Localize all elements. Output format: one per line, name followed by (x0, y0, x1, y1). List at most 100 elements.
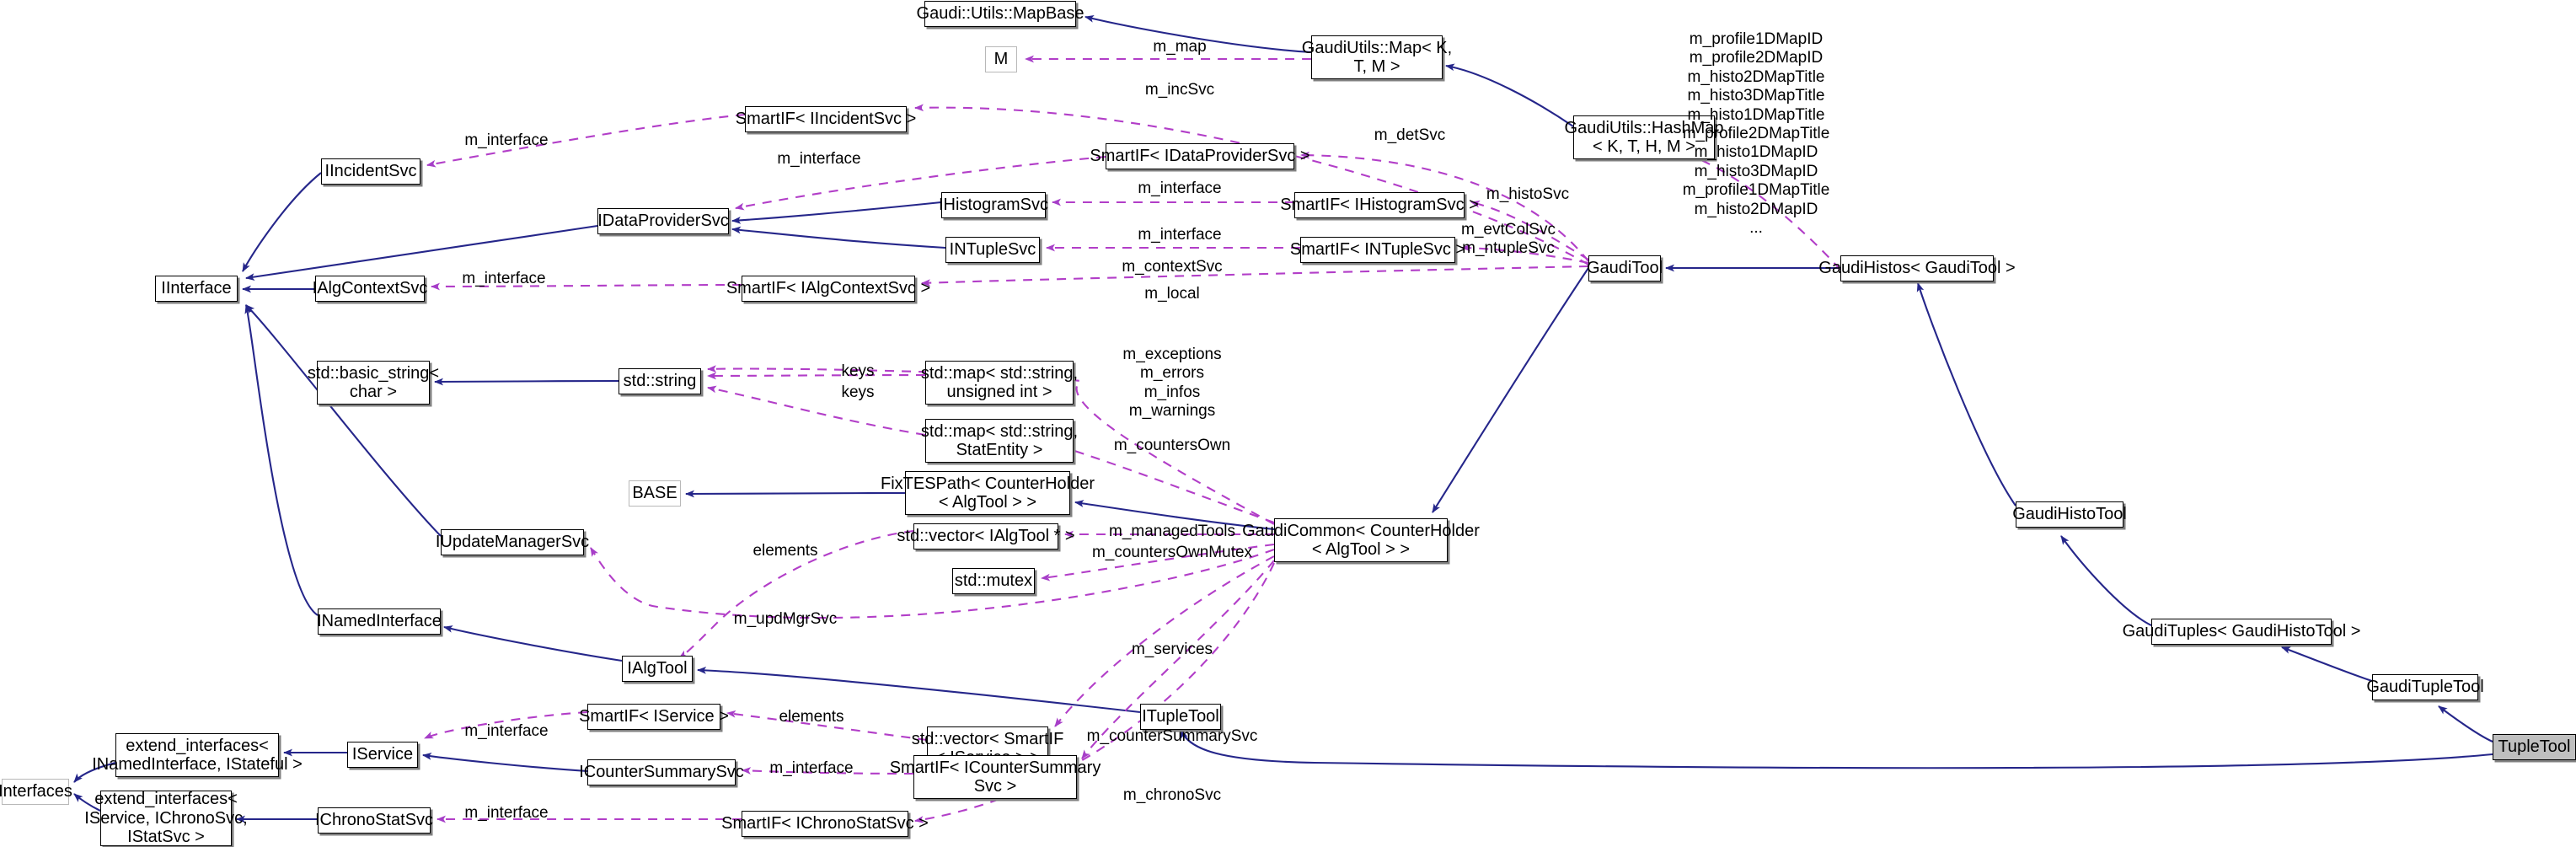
edge-label-m-interface-intuplesvc: m_interface (1138, 226, 1222, 244)
edge-label-m-map: m_map (1153, 38, 1207, 56)
edge-label-m-local: m_local (1144, 285, 1200, 303)
node-smartif-idataprovidersvc[interactable]: SmartIF< IDataProviderSvc > (1090, 143, 1310, 169)
edge-label-m-interface-icountersummarysvc: m_interface (769, 759, 854, 777)
node-smartif-ihistogramsvc[interactable]: SmartIF< IHistogramSvc > (1280, 192, 1479, 218)
usage-edges (424, 55, 1841, 823)
node-label: SmartIF< IChronoStatSvc > (721, 814, 929, 834)
node-interfaces[interactable]: Interfaces (0, 779, 72, 805)
node-label: IDataProviderSvc (597, 212, 729, 231)
node-ichronostatsvc[interactable]: IChronoStatSvc (314, 807, 434, 834)
node-std-vector-ialgtool-ptr[interactable]: std::vector< IAlgTool * > (897, 523, 1075, 549)
node-label: FixTESPath< CounterHolder < AlgTool > > (881, 474, 1095, 512)
node-label: extend_interfaces< INamedInterface, ISta… (92, 736, 303, 774)
node-gaudiutils-map[interactable]: GaudiUtils::Map< K, T, M > (1302, 35, 1452, 79)
node-std-string[interactable]: std::string (619, 368, 701, 394)
edge-label-m-updmgrsvc: m_updMgrSvc (733, 610, 838, 628)
node-ialgtool[interactable]: IAlgTool (622, 656, 693, 682)
node-label: M (993, 50, 1009, 69)
node-fixtespath-counterholder[interactable]: FixTESPath< CounterHolder < AlgTool > > (881, 471, 1095, 515)
node-base[interactable]: BASE (629, 480, 681, 507)
edge-label-m-interface-ialgcontextsvc: m_interface (462, 270, 546, 287)
node-gauditool[interactable]: GaudiTool (1586, 255, 1663, 281)
node-gaudiutils-hashmap[interactable]: GaudiUtils::HashMap < K, T, H, M > (1565, 115, 1723, 159)
edge-label-m-evtcolsvc-m-ntuplesvc: m_evtColSvc m_ntupleSvc (1461, 221, 1556, 258)
node-icountersummarysvc[interactable]: ICounterSummarySvc (579, 759, 744, 785)
node-label: std::vector< IAlgTool * > (897, 527, 1075, 546)
node-label: SmartIF< IAlgContextSvc > (726, 279, 931, 298)
node-label: Gaudi::Utils::MapBase (916, 4, 1084, 24)
node-label: INTupleSvc (949, 240, 1036, 260)
edge-label-m-incsvc: m_incSvc (1144, 81, 1215, 99)
node-gauditupletool[interactable]: GaudiTupleTool (2366, 674, 2484, 700)
node-ihistogramsvc[interactable]: IHistogramSvc (938, 192, 1049, 218)
edge-label-m-interface-ihistogramsvc: m_interface (1138, 180, 1222, 197)
edge-label-m-histosvc: m_histoSvc (1486, 185, 1570, 203)
node-label: std::basic_string< char > (307, 363, 440, 401)
node-gaudituples-gaudihistotool[interactable]: GaudiTuples< GaudiHistoTool > (2123, 619, 2360, 645)
node-intuplesvc[interactable]: INTupleSvc (945, 237, 1040, 263)
node-label: SmartIF< IHistogramSvc > (1280, 196, 1479, 215)
edge-label-elements-smartif-iservice: elements (779, 708, 844, 726)
node-label: IService (351, 745, 414, 764)
edge-label-m-interface-iservice: m_interface (464, 722, 549, 740)
node-label: SmartIF< ICounterSummary Svc > (889, 758, 1101, 796)
edge-label-m-interface-idataprovidersvc: m_interface (777, 150, 861, 168)
node-std-map-string-statentity[interactable]: std::map< std::string, StatEntity > (921, 419, 1078, 463)
node-smartif-icountersummarysvc[interactable]: SmartIF< ICounterSummary Svc > (890, 755, 1101, 799)
node-ialgcontextsvc[interactable]: IAlgContextSvc (312, 276, 428, 302)
node-label: Interfaces (0, 782, 72, 801)
edge-label-m-contextsvc: m_contextSvc (1122, 258, 1223, 276)
node-label: SmartIF< IService > (579, 707, 729, 726)
node-label: GaudiHistos< GaudiTool > (1818, 259, 2016, 278)
node-smartif-ialgcontextsvc[interactable]: SmartIF< IAlgContextSvc > (726, 276, 930, 302)
node-label: GaudiUtils::Map< K, T, M > (1301, 38, 1453, 76)
node-label: IAlgContextSvc (312, 279, 428, 298)
node-label: SmartIF< IDataProviderSvc > (1090, 147, 1310, 166)
node-smartif-iincidentsvc[interactable]: SmartIF< IIncidentSvc > (736, 106, 916, 132)
node-label: BASE (632, 484, 677, 503)
node-smartif-iservice[interactable]: SmartIF< IService > (579, 704, 729, 730)
node-extend-interfaces-inamedinterface-istateful[interactable]: extend_interfaces< INamedInterface, ISta… (92, 733, 303, 777)
node-label: GaudiTool (1586, 259, 1663, 278)
node-m[interactable]: M (985, 46, 1017, 72)
edge-label-gaudihistos-map-attributes: m_profile1DMapID m_profile2DMapID m_hist… (1682, 30, 1830, 238)
edge-label-m-services: m_services (1131, 641, 1213, 658)
node-label: GaudiCommon< CounterHolder < AlgTool > > (1242, 521, 1480, 559)
edge-label-elements-ialgtool: elements (752, 542, 818, 560)
node-std-map-string-unsigned-int[interactable]: std::map< std::string, unsigned int > (921, 361, 1078, 405)
node-iservice[interactable]: IService (347, 742, 418, 768)
node-label: IHistogramSvc (938, 196, 1049, 215)
node-extend-interfaces-iservice-ichronosvc-istatsvc[interactable]: extend_interfaces< IService, IChronoSvc,… (84, 790, 247, 846)
node-tupletool[interactable]: TupleTool (2493, 734, 2576, 760)
node-label: std::mutex (954, 571, 1033, 591)
node-gaudi-utils-mapbase[interactable]: Gaudi::Utils::MapBase (917, 1, 1084, 27)
node-inamedinterface[interactable]: INamedInterface (317, 608, 442, 635)
node-label: GaudiTuples< GaudiHistoTool > (2122, 622, 2361, 641)
node-smartif-intuplesvc[interactable]: SmartIF< INTupleSvc > (1290, 237, 1465, 263)
node-label: IUpdateManagerSvc (435, 533, 590, 552)
edge-label-m-interface-iincidentsvc: m_interface (464, 131, 549, 149)
node-gaudihistos-gauditool[interactable]: GaudiHistos< GaudiTool > (1818, 255, 2016, 281)
edge-label-keys-statentity: keys (841, 383, 875, 401)
node-label: TupleTool (2498, 737, 2571, 757)
node-label: IChronoStatSvc (314, 811, 434, 830)
node-label: IInterface (161, 279, 232, 298)
node-idataprovidersvc[interactable]: IDataProviderSvc (597, 208, 729, 234)
node-iincidentsvc[interactable]: IIncidentSvc (321, 158, 420, 185)
node-std-basic-string[interactable]: std::basic_string< char > (308, 361, 439, 405)
node-label: ICounterSummarySvc (579, 763, 744, 782)
node-label: IAlgTool (627, 659, 688, 678)
node-label: std::map< std::string, unsigned int > (920, 363, 1079, 401)
edge-label-keys-unsigned-int: keys (841, 362, 875, 380)
node-gaudihistotool[interactable]: GaudiHistoTool (2012, 501, 2127, 528)
node-smartif-ichronostatsvc[interactable]: SmartIF< IChronoStatSvc > (721, 811, 929, 837)
node-iupdatemanagersvc[interactable]: IUpdateManagerSvc (436, 529, 589, 555)
edge-label-m-countersummarysvc: m_counterSummarySvc (1086, 727, 1258, 745)
node-itupletool[interactable]: ITupleTool (1140, 704, 1221, 730)
node-std-mutex[interactable]: std::mutex (952, 568, 1035, 594)
node-gaudicommon-counterholder[interactable]: GaudiCommon< CounterHolder < AlgTool > > (1242, 518, 1480, 562)
node-iinterface[interactable]: IInterface (155, 276, 238, 302)
node-label: std::string (623, 372, 697, 391)
